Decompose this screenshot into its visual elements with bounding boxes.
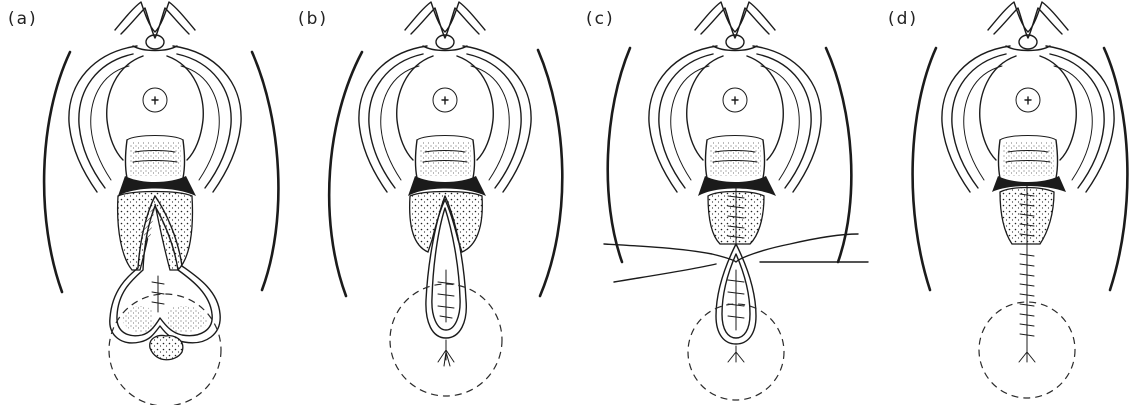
panel-label-a: (a): [8, 9, 38, 29]
panel-d: (d): [888, 2, 1127, 398]
left-buttock-curve: [608, 48, 630, 262]
skin-suture-line: [1020, 244, 1034, 346]
stitch-line-b: [438, 270, 454, 322]
left-buttock-curve: [44, 52, 70, 292]
right-buttock-curve: [826, 48, 851, 262]
right-buttock-curve: [252, 52, 278, 290]
panel-b: (b): [298, 2, 562, 396]
panel-a: (a): [8, 2, 278, 405]
vaginal-wall: [410, 192, 483, 253]
panel-label-c: (c): [586, 9, 615, 29]
vulva-outline-c: [649, 2, 821, 192]
panel-c: (c): [586, 2, 868, 400]
left-buttock-curve: [329, 52, 362, 296]
vulva-outline-a: [69, 2, 241, 192]
panel-label-b: (b): [298, 9, 328, 29]
vulva-outline-b: [359, 2, 531, 192]
anal-mucosa: [150, 336, 183, 360]
panel-label-d: (d): [888, 9, 918, 29]
left-buttock-curve: [913, 48, 936, 290]
right-buttock-curve: [1104, 48, 1127, 290]
right-buttock-curve: [538, 50, 562, 296]
vulva-outline-d: [942, 2, 1114, 192]
stitch-line-c: [728, 270, 744, 330]
